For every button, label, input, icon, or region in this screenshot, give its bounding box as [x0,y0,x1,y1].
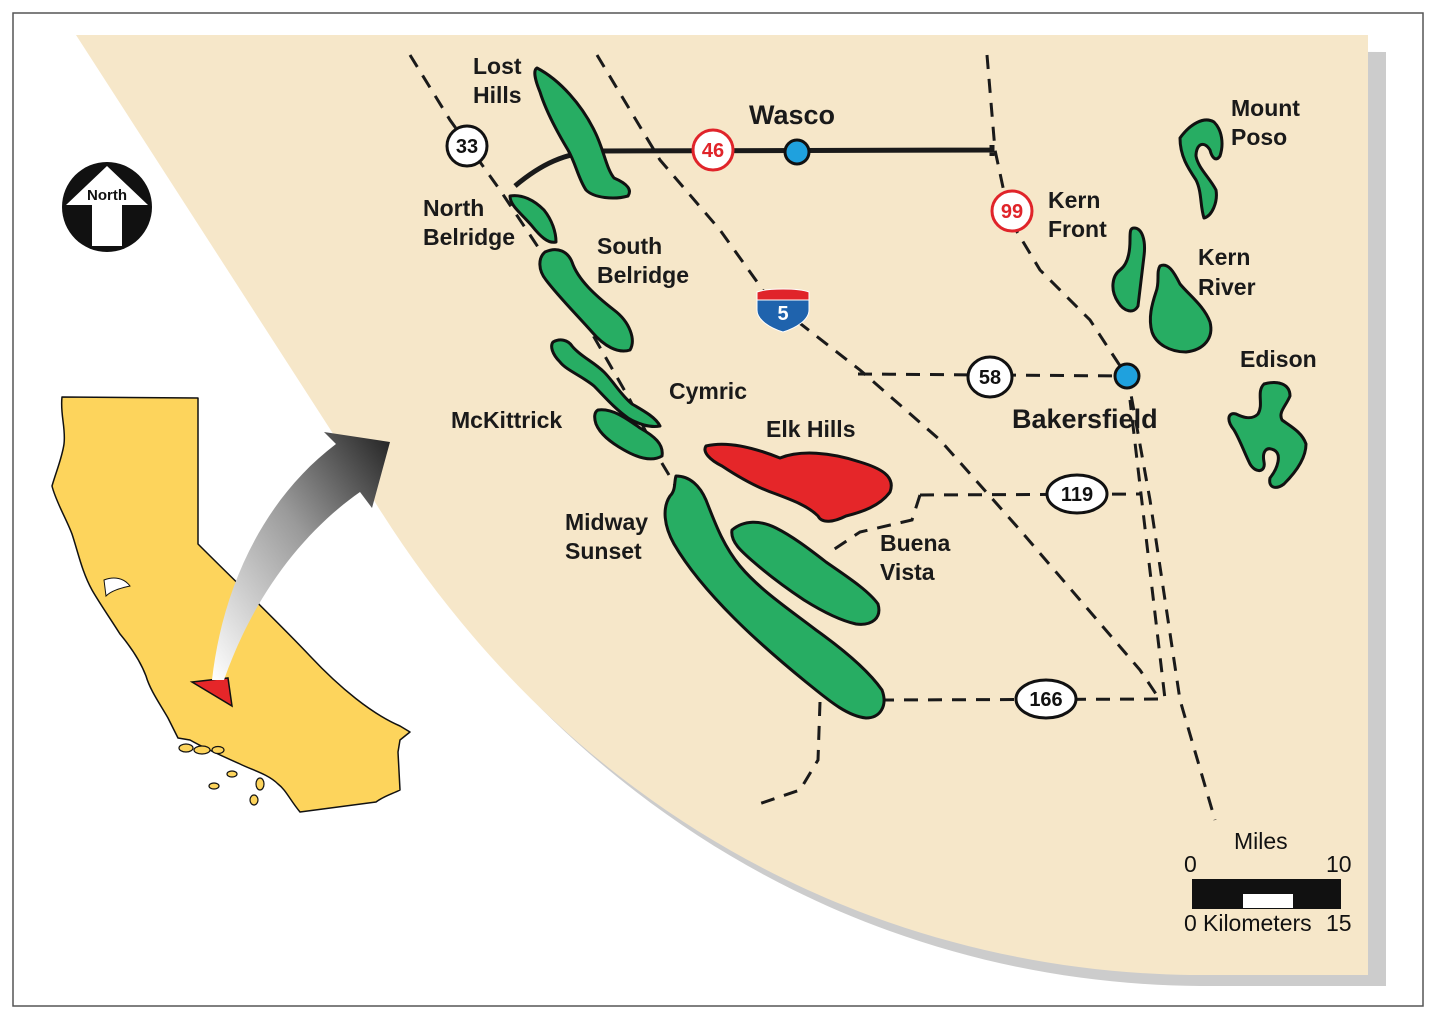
road-166 [879,399,1167,702]
label-kern-river-2: River [1198,274,1256,300]
label-buena-vista-2: Vista [880,559,935,585]
shield-166: 166 [1014,678,1078,720]
shield-119-label: 119 [1061,484,1093,506]
field-cymric [550,338,662,428]
road-south [755,701,822,807]
shield-33-label: 33 [456,136,478,158]
field-labels: Lost Hills North Belridge South Belridge… [423,53,1317,585]
label-south-belridge-1: South [597,233,662,259]
label-midway-sunset-2: Sunset [565,538,642,564]
shield-46: 46 [691,128,735,172]
study-area-marker [189,677,233,708]
map-panel [76,35,1368,975]
field-lost-hills [533,66,631,200]
city-dot-bakersfield [1113,362,1141,390]
field-elk-hills [703,442,893,523]
shield-119: 119 [1045,473,1109,515]
road-119 [829,492,1143,554]
road-99 [985,54,1217,821]
shield-58: 58 [966,355,1014,399]
shield-166-label: 166 [1029,689,1062,711]
label-mckittrick: McKittrick [451,407,562,433]
scale-miles-start: 0 [1184,851,1197,877]
label-midway-sunset-1: Midway [565,509,648,535]
bay-area [103,577,131,598]
label-lost-hills-2: Hills [473,82,522,108]
cities: Wasco Bakersfield [749,100,1158,434]
shield-interstate-5: 5 [756,288,810,333]
label-south-belridge-2: Belridge [597,262,689,288]
north-arrow-icon: North [62,162,152,252]
highway-shields: 33 46 99 5 58 119 166 [445,124,1109,720]
inset-pointer-arrow-icon [212,432,390,680]
field-north-belridge [508,194,558,244]
shield-99-label: 99 [1001,201,1023,223]
shield-46-label: 46 [702,140,724,162]
city-dot-wasco [783,138,811,166]
city-label-wasco: Wasco [749,100,835,130]
label-elk-hills: Elk Hills [766,416,855,442]
field-south-belridge [538,248,634,353]
shield-5-label: 5 [777,303,788,325]
label-kern-river-1: Kern [1198,244,1250,270]
scale-miles-label: Miles [1234,828,1288,854]
label-mount-poso-1: Mount [1231,95,1300,121]
channel-islands [178,743,265,806]
shield-58-label: 58 [979,367,1001,389]
shield-99: 99 [990,189,1034,233]
road-i5 [595,54,1162,701]
field-mount-poso [1178,118,1224,220]
label-north-belridge-1: North [423,195,484,221]
label-cymric: Cymric [669,378,747,404]
shield-33: 33 [445,124,489,168]
road-58 [857,372,1129,378]
field-buena-vista [730,520,881,626]
label-mount-poso-2: Poso [1231,124,1287,150]
scale-km-end: 15 [1326,910,1352,936]
label-edison: Edison [1240,346,1317,372]
scale-km-start: 0 [1184,910,1197,936]
oil-fields [508,66,1308,720]
field-kern-front [1111,226,1146,313]
field-kern-river [1148,263,1213,354]
field-edison [1227,381,1308,489]
scale-bar: Miles 0 10 0 Kilometers 15 [1184,828,1352,936]
label-buena-vista-1: Buena [880,530,951,556]
north-label: North [87,187,127,204]
label-kern-front-1: Kern [1048,187,1100,213]
city-label-bakersfield: Bakersfield [1012,404,1158,434]
field-midway-sunset [663,474,886,720]
scale-miles-end: 10 [1326,851,1352,877]
label-north-belridge-2: Belridge [423,224,515,250]
label-lost-hills-1: Lost [473,53,522,79]
label-kern-front-2: Front [1048,216,1107,242]
scale-km-label: Kilometers [1203,910,1312,936]
field-mckittrick [593,408,664,461]
